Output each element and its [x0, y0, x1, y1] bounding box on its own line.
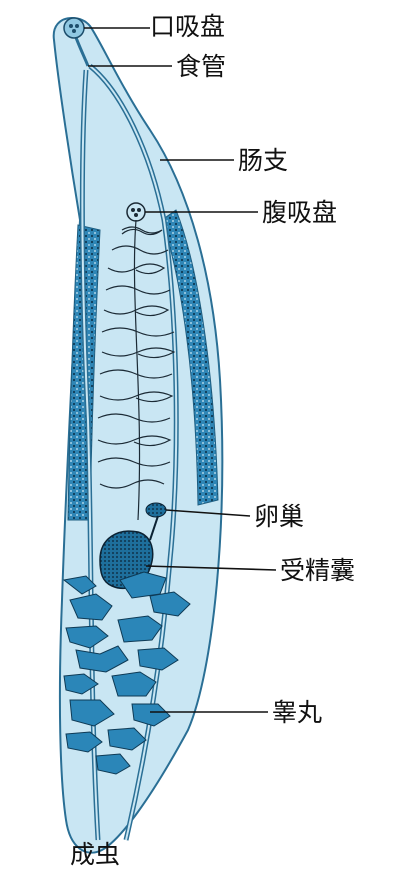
- label-seminal-receptacle: 受精囊: [280, 556, 356, 585]
- intestine-right-inner: [89, 65, 178, 841]
- vitellaria-right: [161, 209, 219, 506]
- label-intestinal-branch: 肠支: [238, 146, 289, 175]
- ovary: [145, 502, 167, 518]
- label-oral-sucker: 口吸盘: [150, 12, 226, 41]
- oral-sucker: [63, 17, 85, 39]
- label-ventral-sucker: 腹吸盘: [262, 198, 338, 227]
- testis-branches: [62, 571, 191, 775]
- leader-lines: [84, 27, 277, 713]
- label-esophagus: 食管: [176, 52, 227, 81]
- label-testis: 睾丸: [272, 698, 323, 727]
- uterus-coils: [97, 219, 176, 521]
- caption-adult: 成虫: [70, 840, 121, 869]
- label-ovary: 卵巢: [254, 502, 305, 531]
- ventral-sucker: [126, 202, 146, 222]
